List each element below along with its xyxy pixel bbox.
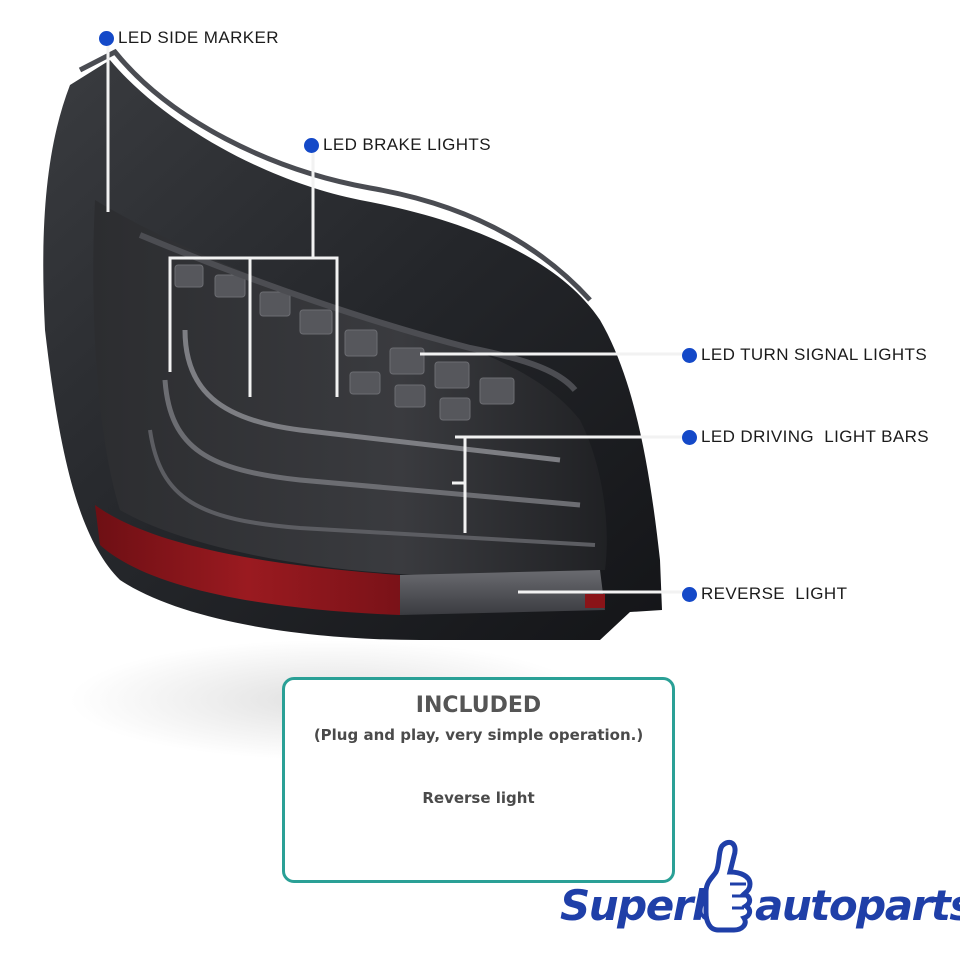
callout-dot-icon (682, 347, 697, 363)
callout-reverse-light: REVERSE LIGHT (682, 584, 847, 604)
callout-led-turn-signal: LED TURN SIGNAL LIGHTS (682, 345, 927, 365)
callout-dot-icon (682, 586, 697, 602)
callout-led-side-marker: LED SIDE MARKER (99, 28, 279, 48)
included-subtitle: (Plug and play, very simple operation.) (313, 726, 644, 744)
callout-led-brake-lights: LED BRAKE LIGHTS (304, 135, 491, 155)
callout-led-driving-light-bars: LED DRIVING LIGHT BARS (682, 427, 929, 447)
brand-logo: Superb autoparts (560, 838, 960, 948)
housing-ridge (78, 48, 592, 302)
callout-label: LED SIDE MARKER (118, 28, 279, 47)
callout-label: LED TURN SIGNAL LIGHTS (701, 345, 928, 364)
callout-dot-icon (682, 429, 697, 445)
callout-dot-icon (304, 137, 319, 153)
callout-label: LED DRIVING LIGHT BARS (701, 427, 930, 446)
logo-word-autoparts: autoparts (755, 881, 960, 930)
included-item: Reverse light (422, 789, 535, 807)
logo-word-superb: Superb (560, 881, 722, 930)
included-box: INCLUDED (Plug and play, very simple ope… (282, 677, 675, 883)
thumbs-up-icon (703, 839, 753, 933)
callout-label: LED BRAKE LIGHTS (323, 135, 491, 154)
red-reflector (95, 505, 400, 615)
callout-label: REVERSE LIGHT (701, 584, 848, 603)
reverse-red-tip (585, 594, 605, 608)
light-bar-2 (162, 379, 581, 508)
included-title: INCLUDED (415, 693, 542, 718)
brake-led-cluster (174, 264, 515, 421)
callout-dot-icon (99, 30, 114, 46)
turn-signal-strip (138, 232, 578, 393)
light-bar-1 (182, 329, 561, 463)
reverse-light-lens (400, 570, 605, 615)
callout-lines (106, 42, 685, 594)
light-bar-3 (148, 429, 596, 547)
